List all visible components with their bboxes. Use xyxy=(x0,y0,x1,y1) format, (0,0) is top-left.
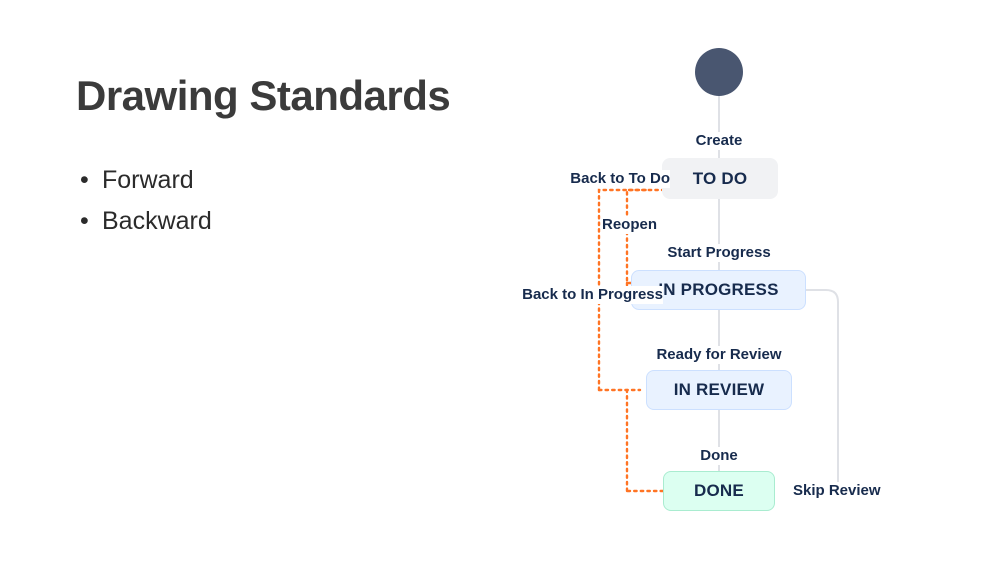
edge-skip-review xyxy=(806,289,839,491)
edge-reopen-seg-c xyxy=(597,188,648,392)
node-in-review[interactable]: IN REVIEW xyxy=(646,370,792,410)
node-done[interactable]: DONE xyxy=(663,471,775,511)
node-todo[interactable]: TO DO xyxy=(662,158,778,199)
edge-label-start-progress[interactable]: Start Progress xyxy=(639,244,799,262)
edge-label-back-to-in-progress[interactable]: Back to In Progress xyxy=(483,286,663,304)
bullet-list: • Forward • Backward xyxy=(76,160,496,242)
list-item: • Forward xyxy=(76,160,496,201)
edge-label-reopen[interactable]: Reopen xyxy=(602,216,658,234)
list-item-label: Backward xyxy=(102,207,212,235)
bullet-marker: • xyxy=(80,166,89,194)
list-item: • Backward xyxy=(76,201,496,242)
start-node[interactable] xyxy=(695,48,743,96)
list-item-label: Forward xyxy=(102,166,194,194)
edge-label-create[interactable]: Create xyxy=(659,132,779,150)
edge-label-skip-review[interactable]: Skip Review xyxy=(793,482,881,500)
bullet-marker: • xyxy=(80,207,89,235)
edge-label-done[interactable]: Done xyxy=(659,447,779,465)
edge-label-ready-for-review[interactable]: Ready for Review xyxy=(639,346,799,364)
edge-label-back-to-to-do[interactable]: Back to To Do xyxy=(500,170,670,188)
page-title: Drawing Standards xyxy=(76,72,451,120)
